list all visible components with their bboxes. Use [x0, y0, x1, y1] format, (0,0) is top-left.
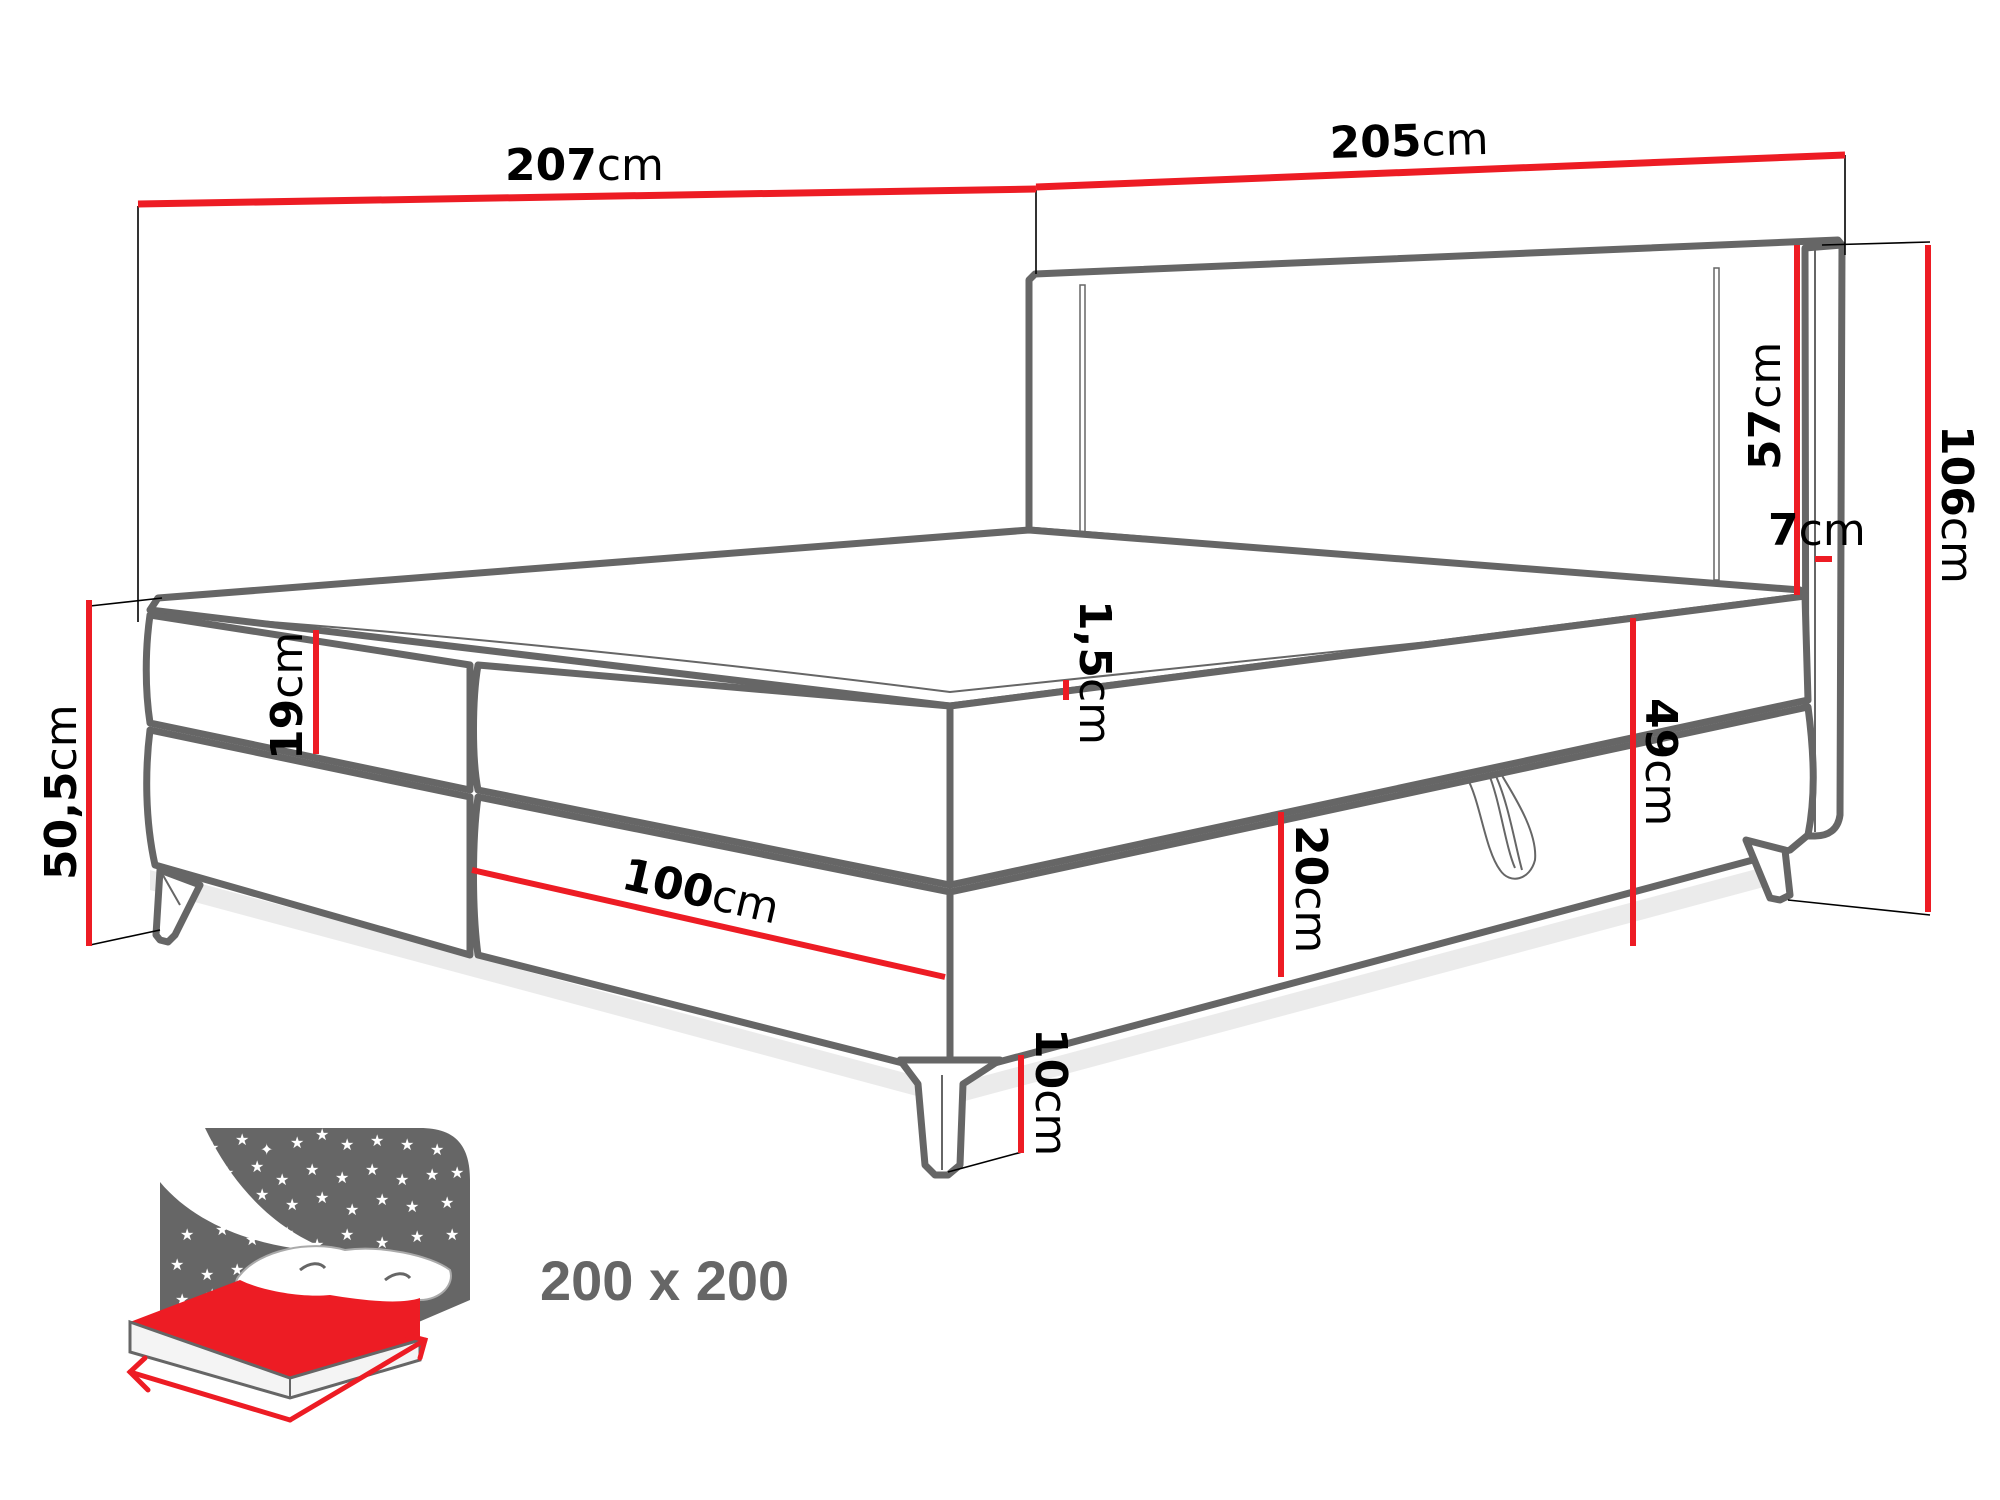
mattress-size-icon: ★★✦ ★★★ ★★★ ★★★ ★★★ ★★★ ★★★ ★★★ ★★ ★★★ ★… — [126, 1125, 789, 1423]
svg-text:★: ★ — [290, 1133, 304, 1152]
label-headboard-height: 57cm — [1740, 342, 1791, 470]
svg-text:★: ★ — [430, 1140, 444, 1159]
svg-text:✦: ✦ — [260, 1140, 273, 1159]
svg-text:★: ★ — [425, 1165, 439, 1184]
svg-text:★: ★ — [395, 1170, 409, 1189]
bed-front-section — [470, 661, 954, 1079]
svg-text:★: ★ — [245, 1230, 259, 1249]
label-topper-height: 1,5cm — [1069, 600, 1120, 745]
svg-text:★: ★ — [410, 1227, 424, 1246]
svg-text:★: ★ — [275, 1170, 289, 1189]
svg-text:★: ★ — [255, 1185, 269, 1204]
label-sleeping-height: 50,5cm — [36, 704, 87, 880]
svg-text:★: ★ — [200, 1265, 214, 1284]
label-total-length: 207cm — [505, 140, 664, 191]
dimension-labels: 207cm 205cm 106cm 57cm 7cm 50,5cm 19cm 1… — [36, 114, 1982, 1156]
svg-text:★: ★ — [205, 1138, 219, 1157]
label-total-width: 205cm — [1329, 114, 1489, 169]
svg-text:★: ★ — [375, 1233, 389, 1252]
mattress-size-label: 200 x 200 — [540, 1249, 789, 1312]
svg-text:★: ★ — [340, 1225, 354, 1244]
svg-text:★: ★ — [225, 1190, 239, 1209]
svg-text:★: ★ — [235, 1130, 249, 1149]
svg-text:★: ★ — [315, 1188, 329, 1207]
svg-text:★: ★ — [220, 1163, 234, 1182]
label-box-height: 20cm — [1285, 825, 1336, 953]
mattress-red-icon — [130, 1280, 420, 1378]
bed-long-side — [946, 592, 1817, 1079]
leg-front-corner — [896, 1056, 1004, 1179]
svg-text:★: ★ — [170, 1255, 184, 1274]
svg-text:★: ★ — [370, 1131, 384, 1150]
label-base-height: 49cm — [1635, 698, 1686, 826]
svg-text:★: ★ — [450, 1163, 464, 1182]
svg-text:★: ★ — [375, 1190, 389, 1209]
bed-side-left-section — [142, 611, 474, 959]
leg-back-right — [1742, 836, 1794, 904]
storage-strap-icon — [1466, 771, 1537, 880]
svg-text:★: ★ — [345, 1200, 359, 1219]
svg-text:★: ★ — [180, 1225, 194, 1244]
dimension-lines — [86, 151, 1931, 1153]
extension-lines — [89, 155, 1931, 1173]
svg-text:★: ★ — [215, 1220, 229, 1239]
svg-text:★: ★ — [400, 1135, 414, 1154]
svg-text:★: ★ — [335, 1168, 349, 1187]
bed-legs — [152, 836, 1794, 1179]
svg-text:★: ★ — [440, 1193, 454, 1212]
svg-text:★: ★ — [305, 1160, 319, 1179]
headboard — [1025, 236, 1846, 840]
svg-text:★: ★ — [365, 1160, 379, 1179]
svg-text:★: ★ — [445, 1225, 459, 1244]
dim-line-100 — [471, 867, 946, 980]
svg-text:★: ★ — [340, 1135, 354, 1154]
svg-text:★: ★ — [315, 1125, 329, 1144]
dim-line-205 — [1035, 151, 1846, 191]
svg-text:★: ★ — [250, 1157, 264, 1176]
size-arrows-icon — [126, 1332, 429, 1423]
label-leg-height: 10cm — [1025, 1028, 1076, 1156]
label-mattress-height: 19cm — [262, 632, 313, 760]
svg-text:★: ★ — [285, 1195, 299, 1214]
label-headboard-thickness: 7cm — [1768, 505, 1866, 556]
label-total-height: 106cm — [1931, 425, 1982, 584]
leg-front-left — [152, 866, 204, 946]
svg-text:★: ★ — [280, 1223, 294, 1242]
dim-line-207 — [137, 185, 1037, 208]
svg-text:★: ★ — [405, 1197, 419, 1216]
